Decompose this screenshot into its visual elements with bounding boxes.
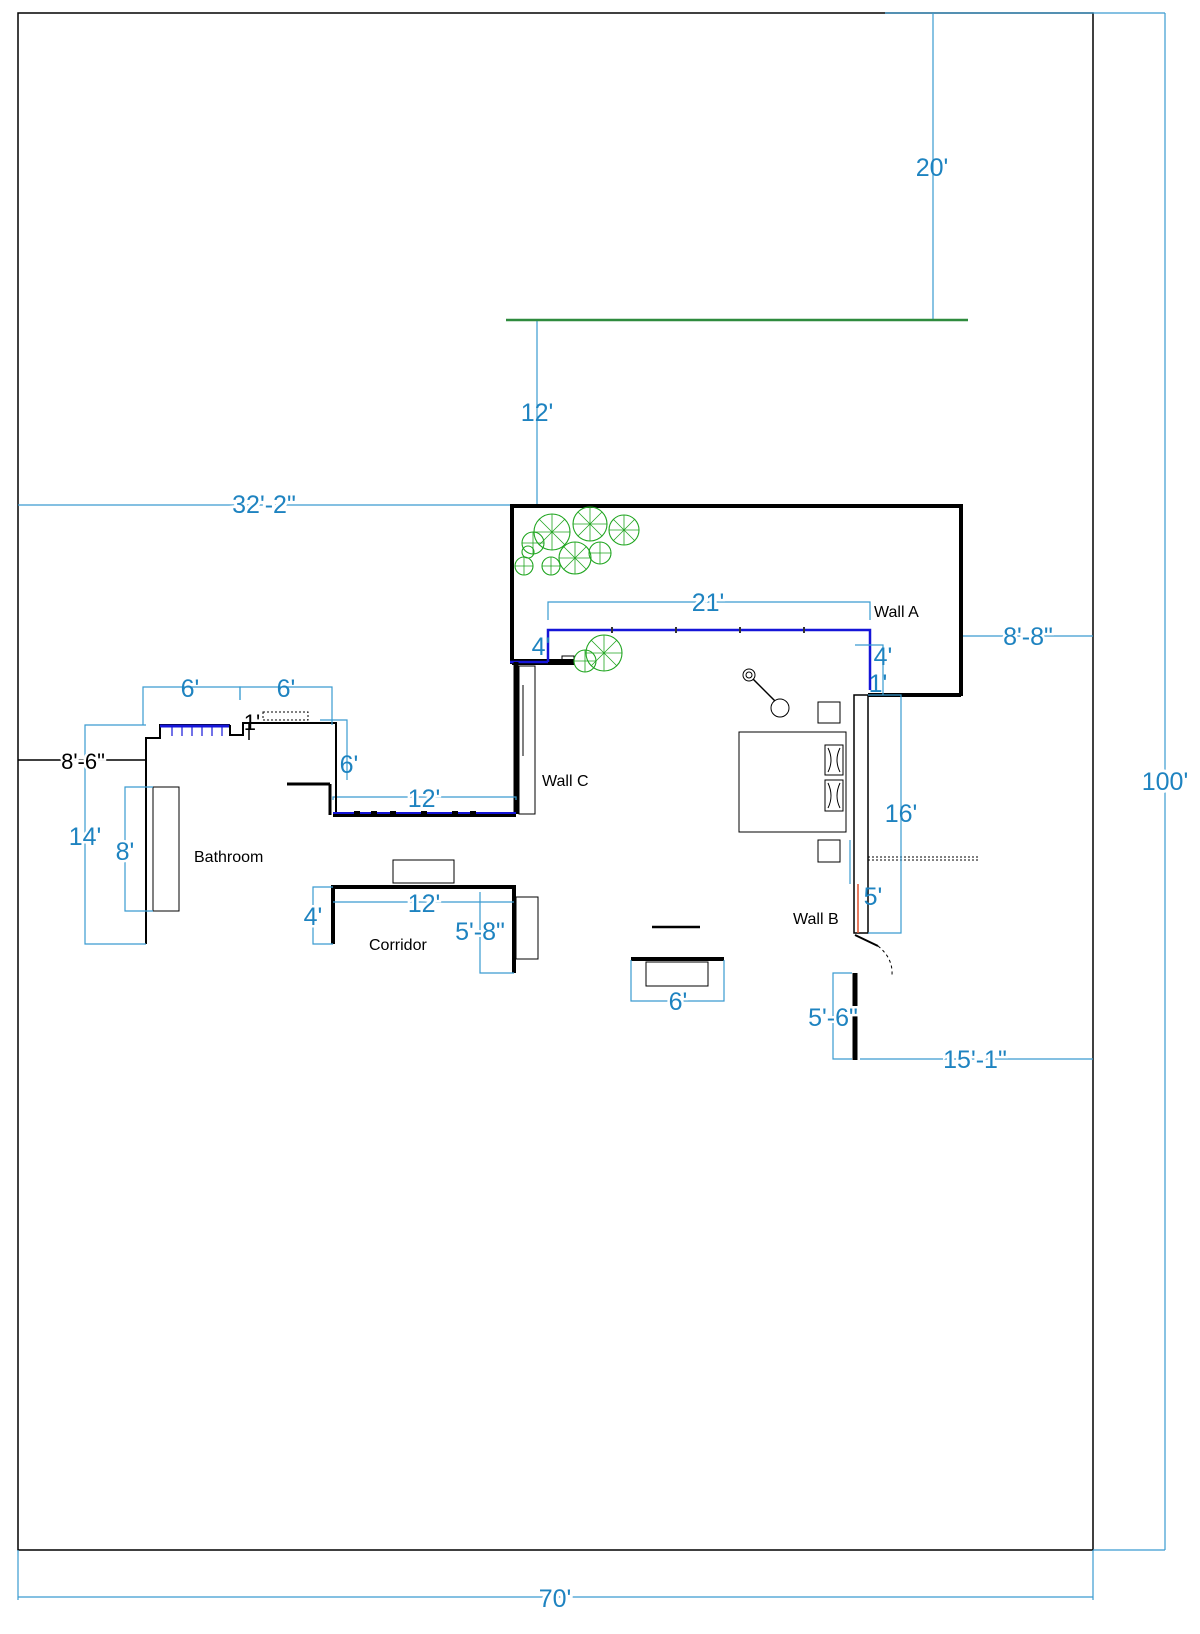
corridor-block (312, 859, 539, 974)
dim-right-offset: 8'-8" (1003, 623, 1053, 651)
dim-bath-height: 14' (69, 823, 102, 851)
center-furniture (630, 925, 725, 1002)
wall-c (332, 662, 536, 817)
dim-bench-width: 6' (669, 988, 688, 1016)
plot-boundary (17, 12, 1094, 1551)
label-wall-a: Wall A (874, 604, 919, 621)
dim-corridor-depth: 4' (304, 903, 323, 931)
label-corridor: Corridor (369, 937, 427, 954)
dim-bath-step: 1' (244, 710, 260, 735)
label-wall-c: Wall C (542, 773, 589, 790)
dim-door-return: 5'-6" (808, 1004, 858, 1032)
plants-cluster (514, 506, 640, 673)
overall-dimension-lines (17, 12, 1166, 1600)
dim-corridor-right: 5'-8" (455, 918, 505, 946)
dim-bath-top-a: 6' (181, 675, 200, 703)
dim-wall-a-return: 4' (874, 643, 893, 671)
dim-front-gap: 12' (521, 399, 554, 427)
dim-left-offset: 32'-2" (232, 491, 296, 519)
wall-b (832, 694, 978, 1060)
dim-wall-b-lower: 5' (864, 883, 883, 911)
dim-plot-height: 100' (1142, 768, 1188, 796)
dim-corridor-span: 12' (408, 890, 441, 918)
label-wall-b: Wall B (793, 911, 839, 928)
dim-small-left: 4' (532, 633, 551, 661)
dim-top-setback: 20' (916, 154, 949, 182)
label-bathroom: Bathroom (194, 849, 263, 866)
wall-a-window (510, 601, 884, 695)
dim-bath-left-offset: 8'-6" (61, 749, 105, 774)
dim-plot-width: 70' (539, 1585, 572, 1613)
dim-wall-a-span: 21' (692, 589, 725, 617)
dim-bottom-right-offset: 15'-1" (943, 1046, 1007, 1074)
dim-wall-c-span: 12' (408, 785, 441, 813)
dim-bath-tub: 8' (116, 838, 135, 866)
dim-wall-b-length: 16' (885, 800, 918, 828)
dimension-labels: 20' 12' 32'-2" 21' 8'-8" 4' 4' 1' 16' 5'… (59, 154, 1192, 1616)
bed-area (738, 668, 847, 863)
dim-wall-b-gap: 1' (869, 670, 888, 698)
room-labels: Wall A Wall B Wall C Bathroom Corridor (194, 604, 919, 954)
bathroom-block (18, 686, 348, 945)
dim-bath-right: 6' (340, 751, 359, 779)
dim-bath-top-b: 6' (277, 675, 296, 703)
